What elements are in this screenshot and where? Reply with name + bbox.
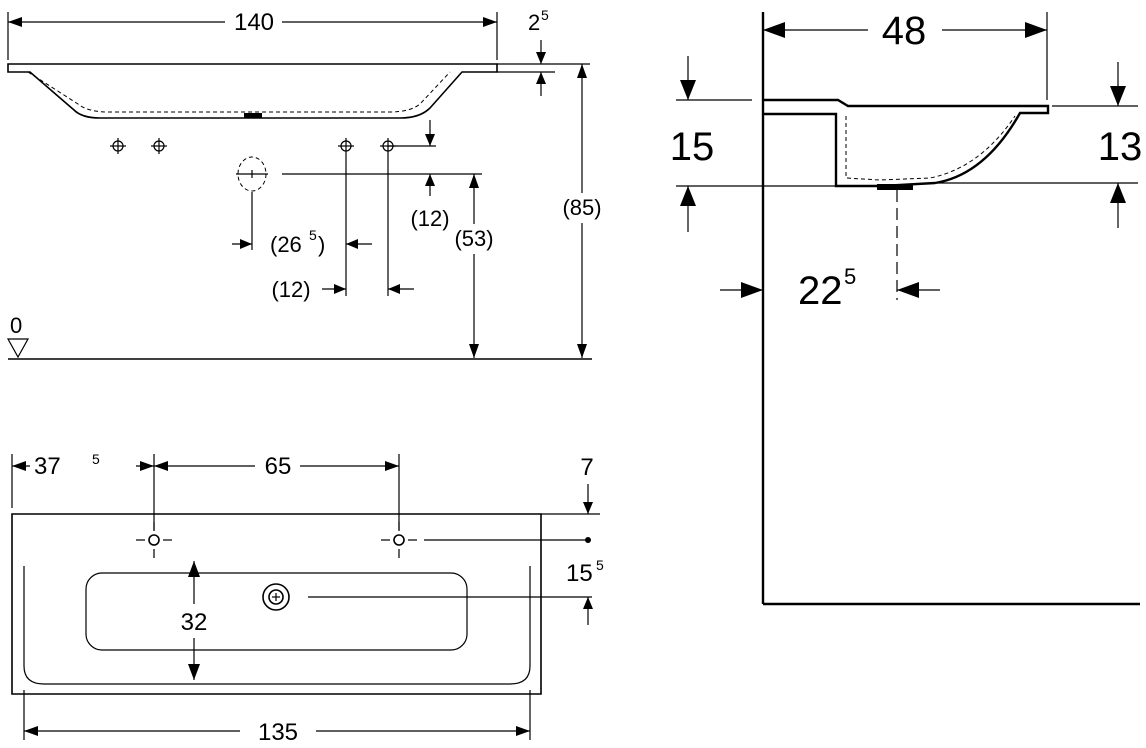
- dim-basin-width: 135: [258, 719, 298, 746]
- floor-level-symbol: [6, 338, 30, 359]
- top-tap-hole: [136, 522, 172, 558]
- dim-rim-thickness: 2: [528, 10, 540, 35]
- front-basin-outline: [7, 63, 498, 119]
- dim-rim-thickness-sup: 5: [541, 7, 549, 23]
- dim-overall-height: (85): [562, 195, 601, 220]
- tap-hole-mark: [338, 138, 354, 154]
- tap-hole-mark: [110, 138, 126, 154]
- tap-hole-mark: [151, 138, 167, 154]
- top-drain: [262, 583, 290, 611]
- side-drain: [877, 184, 913, 190]
- dim-valve-offset-sup: 5: [309, 227, 317, 243]
- dim-drain-height: (53): [454, 226, 493, 251]
- dim-drain-from-tap-sup: 5: [596, 557, 604, 573]
- side-basin-outline: [763, 98, 1050, 188]
- dim-side-depth: 48: [882, 9, 927, 53]
- dim-side-rim-left: 15: [670, 125, 715, 169]
- top-basin-outline: [11, 513, 542, 695]
- side-basin-inner: [845, 115, 1016, 181]
- dim-drain-offset-vertical: (12): [410, 206, 449, 231]
- dim-tap-offset: 37: [34, 453, 61, 480]
- side-view: 48 15 13 22 5: [670, 9, 1143, 606]
- dim-valve-offset-close: ): [318, 232, 325, 257]
- top-basin-bowl: [85, 572, 468, 651]
- front-view: 140 2 5: [6, 7, 608, 360]
- drain-outlet-mark: [236, 156, 268, 192]
- dim-tap-offset-sup: 5: [92, 451, 100, 467]
- dim-tap-spacing: 65: [265, 453, 292, 480]
- dim-valve-offset: (26: [270, 232, 302, 257]
- dim-side-drain-sup: 5: [844, 264, 856, 289]
- top-view: 37 5 65 7 15 5 32 135: [11, 451, 604, 746]
- front-drain: [244, 113, 262, 118]
- top-basin-rim: [23, 566, 531, 685]
- dim-side-rim-right: 13: [1098, 125, 1143, 169]
- dim-basin-depth: 32: [181, 609, 208, 636]
- floor-level-label: 0: [10, 313, 22, 338]
- front-basin-inner: [27, 71, 451, 113]
- dim-valve-spacing: (12): [271, 277, 310, 302]
- dim-width-overall: 140: [234, 9, 274, 36]
- dim-side-drain: 22: [798, 269, 843, 313]
- dim-tap-from-back: 7: [580, 454, 593, 481]
- dim-drain-from-tap: 15: [566, 560, 593, 587]
